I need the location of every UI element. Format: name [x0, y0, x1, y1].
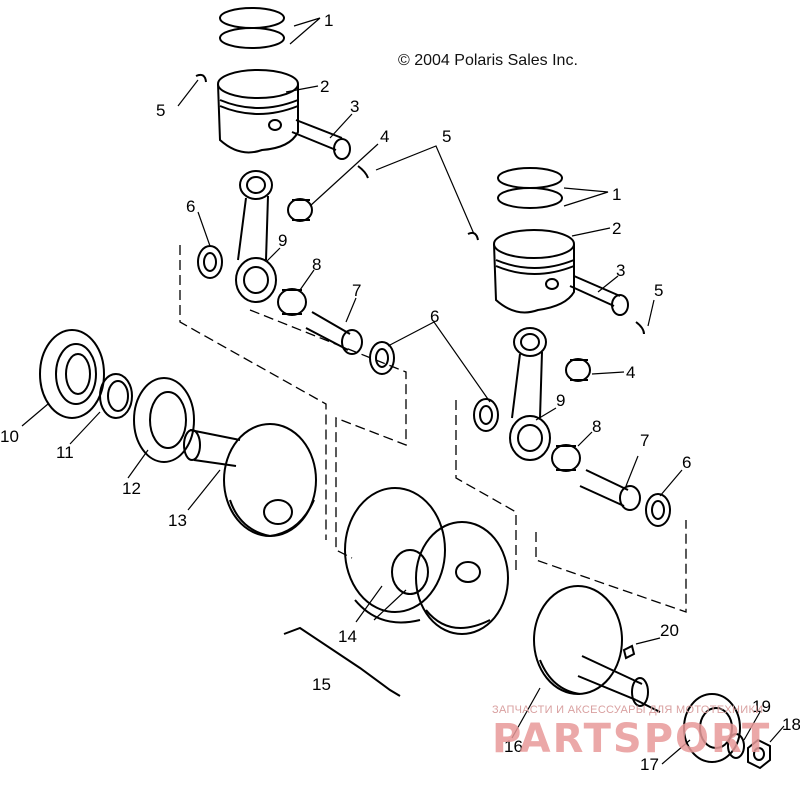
piston-right: [493, 229, 575, 314]
label-2-right: 2: [612, 219, 621, 238]
label-5-top-left: 5: [156, 101, 165, 120]
crankpin-right: [579, 469, 641, 511]
leader-lines: [21, 17, 785, 765]
key-20: [622, 644, 636, 660]
label-3-right: 3: [616, 261, 625, 280]
center-flywheel-assembly: [344, 487, 509, 635]
label-5-top-center: 5: [442, 127, 451, 146]
label-19: 19: [752, 697, 771, 716]
part-labels: 1 2 3 4 5 5 6 9 8 7 1 2 3 5 6 4 9 8 7 6 …: [0, 11, 800, 774]
circlip-left-b: [357, 165, 369, 179]
needle-bearing-top-right: [565, 358, 591, 382]
label-3-top: 3: [350, 97, 359, 116]
circlip-right-a: [467, 231, 479, 241]
circlip-right-b: [635, 321, 645, 335]
circlip-left-a: [195, 73, 207, 83]
piston-rings-left: [219, 7, 285, 49]
needle-bearing-top-left: [287, 198, 313, 222]
washer-19: [727, 733, 745, 759]
label-11: 11: [56, 443, 74, 462]
label-5-right: 5: [654, 281, 663, 300]
seal-ring-left: [99, 373, 133, 419]
crank-half-left: [183, 423, 317, 538]
connecting-rod-right: [509, 327, 551, 461]
label-9-left: 9: [278, 231, 287, 250]
thrust-washer-left-a: [197, 245, 223, 279]
crankpin-left: [305, 311, 363, 355]
nut-18: [747, 738, 771, 770]
thrust-washer-right-b: [645, 493, 671, 527]
assembly-guide-left: [179, 245, 407, 559]
label-1-top: 1: [324, 11, 333, 30]
label-17: 17: [640, 755, 659, 774]
label-13: 13: [168, 511, 187, 530]
label-7-left: 7: [352, 281, 361, 300]
label-4-right: 4: [626, 363, 635, 382]
label-15: 15: [312, 675, 331, 694]
label-6-center: 6: [430, 307, 439, 326]
thrust-washer-right-a: [473, 398, 499, 432]
label-6-right: 6: [682, 453, 691, 472]
label-4-top: 4: [380, 127, 389, 146]
main-bearing-inner-left: [133, 377, 195, 463]
piston-pin-left: [291, 119, 351, 160]
label-2-top: 2: [320, 77, 329, 96]
bracket-15: [283, 626, 401, 697]
main-bearing-right: [683, 693, 741, 763]
label-10: 10: [0, 427, 19, 446]
main-bearing-outer-left: [39, 329, 105, 419]
watermark-logo: PARTSPORT: [492, 716, 772, 762]
label-6-left: 6: [186, 197, 195, 216]
needle-bearing-bottom-left: [277, 288, 307, 316]
copyright-notice: © 2004 Polaris Sales Inc.: [398, 52, 578, 69]
label-8-left: 8: [312, 255, 321, 274]
label-18: 18: [782, 715, 800, 734]
label-12: 12: [122, 479, 141, 498]
label-1-right: 1: [612, 185, 621, 204]
piston-pin-right: [569, 275, 629, 316]
label-7-right: 7: [640, 431, 649, 450]
watermark-tagline: ЗАПЧАСТИ И АКСЕССУАРЫ ДЛЯ МОТОТЕХНИКИ: [492, 704, 764, 716]
assembly-guide-right: [455, 400, 687, 613]
label-16: 16: [504, 737, 523, 756]
piston-rings-right: [497, 167, 563, 209]
thrust-washer-left-b: [369, 341, 395, 375]
label-14: 14: [338, 627, 357, 646]
crank-half-right: [533, 585, 661, 713]
label-8-right: 8: [592, 417, 601, 436]
piston-left: [217, 69, 299, 154]
label-9-right: 9: [556, 391, 565, 410]
connecting-rod-left: [235, 170, 277, 303]
label-20: 20: [660, 621, 679, 640]
needle-bearing-bottom-right: [551, 444, 581, 472]
